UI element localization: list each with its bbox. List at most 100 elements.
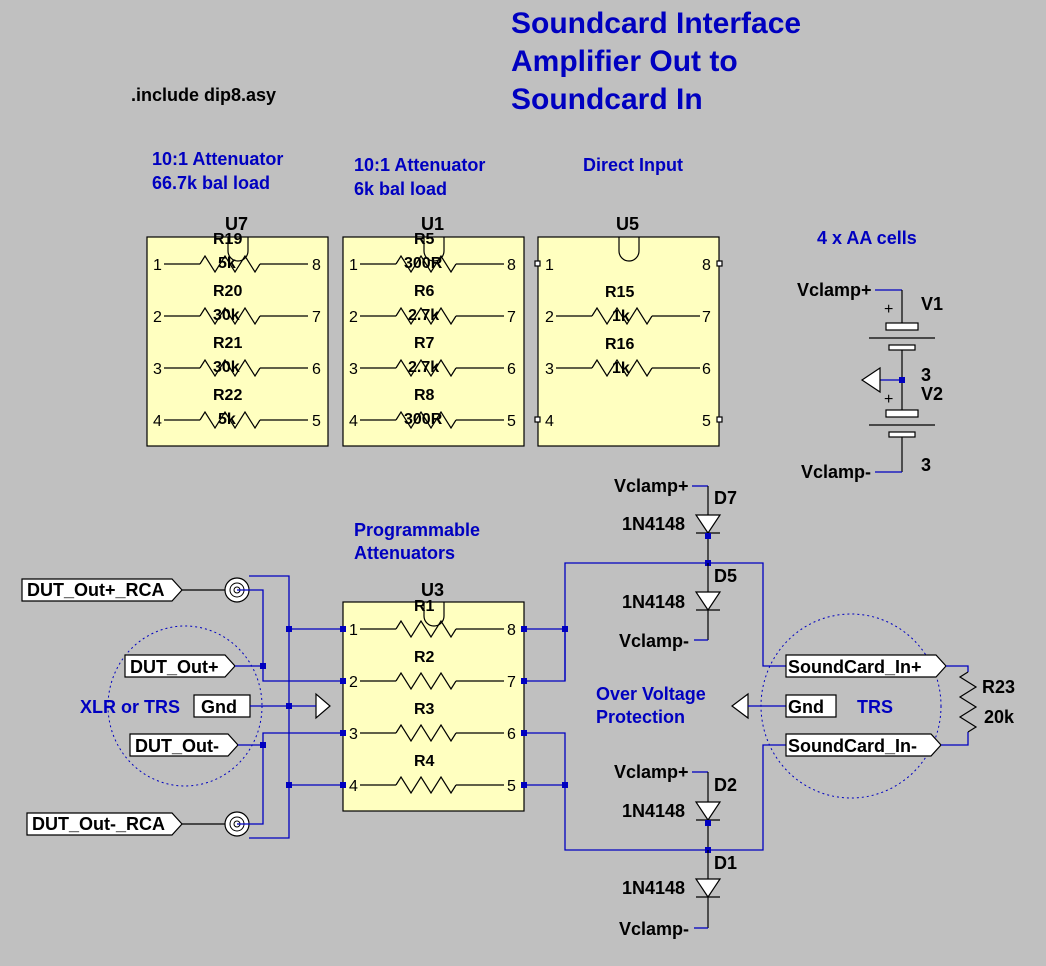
v1-name: V1 [921, 294, 943, 314]
resistor-value: 30k [213, 307, 240, 324]
open-pin-marker [534, 260, 541, 267]
resistor-r23: R23 20k [958, 671, 1015, 733]
resistor-r2: R2 [360, 649, 504, 690]
diode-part: 1N4148 [622, 592, 685, 612]
junction-dot [286, 703, 292, 709]
resistor-name: R6 [414, 283, 435, 300]
resistor-name: R2 [414, 649, 435, 666]
resistor-name: R21 [213, 335, 242, 352]
diode-supply: Vclamp- [619, 631, 689, 651]
pin-label: 1 [545, 257, 554, 274]
title-line-3: Soundcard In [511, 83, 703, 116]
resistor-name: R15 [605, 284, 634, 301]
ic-ref: U1 [421, 214, 444, 234]
ic-body [146, 236, 329, 447]
pin-label: 5 [507, 413, 516, 430]
resistor-r22: R22 5k [164, 387, 308, 429]
diode-d5: D5 1N4148 Vclamp- [619, 533, 737, 651]
ic-ref: U5 [616, 214, 639, 234]
junction-dot [705, 820, 711, 826]
diode-d7: Vclamp+ D7 1N4148 [614, 476, 737, 563]
cell-negative-plate [888, 344, 916, 351]
ic-pins: 1 2 3 4 8 7 6 5 [545, 257, 711, 430]
ic-notch [423, 602, 445, 627]
protection-caption: Over Voltage [596, 684, 706, 704]
junction-dot [260, 663, 266, 669]
output-wiring [521, 562, 786, 851]
ic-ref: U3 [421, 580, 444, 600]
block-heading: Direct Input [583, 155, 683, 175]
pin-label: 3 [153, 361, 162, 378]
ground-symbol [315, 692, 331, 720]
junction-dot [340, 730, 346, 736]
ground-symbol [860, 366, 881, 394]
input-wiring [235, 575, 346, 839]
net-flag [124, 654, 236, 678]
soundcard-pos-label: SoundCard_In+ [788, 657, 922, 677]
resistor-value: 1k [612, 360, 630, 377]
resistor-value: 300R [404, 411, 443, 428]
attenuator-block-u1: 10:1 Attenuator 6k bal load U1 1 2 3 4 8… [342, 155, 525, 447]
junction-dot [340, 678, 346, 684]
attenuator-block-u7: 10:1 Attenuator 66.7k bal load U7 1 2 3 … [146, 149, 329, 447]
resistor-name: R4 [414, 753, 435, 770]
junction-dot [286, 626, 292, 632]
open-pin-marker [534, 416, 541, 423]
pin-label: 7 [507, 309, 516, 326]
programmable-attenuator-u3: Programmable Attenuators U3 1 2 3 4 8 7 … [342, 520, 525, 812]
net-flag [193, 694, 251, 718]
programmable-subheading: Attenuators [354, 543, 455, 563]
load-value: 20k [984, 707, 1015, 727]
block-heading: 10:1 Attenuator [152, 149, 283, 169]
pin-label: 6 [702, 361, 711, 378]
resistor-r7: R7 2.7k [360, 335, 504, 377]
pin-label: 4 [545, 413, 554, 430]
resistor-value: 5k [218, 255, 236, 272]
ic-body [342, 236, 525, 447]
resistor-r19: R19 5k [164, 231, 308, 273]
pin-label: 3 [349, 361, 358, 378]
resistor-name: R7 [414, 335, 435, 352]
v2-name: V2 [921, 384, 943, 404]
resistor-value: 30k [213, 359, 240, 376]
net-flag [129, 733, 239, 757]
resistor-value: 2.7k [408, 307, 439, 324]
diode-d2: Vclamp+ D2 1N4148 [614, 762, 737, 850]
net-flag [785, 733, 942, 757]
diode-supply: Vclamp- [619, 919, 689, 939]
junction-dot [705, 533, 711, 539]
pin-label: 1 [349, 257, 358, 274]
trs-caption: TRS [857, 697, 893, 717]
pin-label: 5 [312, 413, 321, 430]
xlr-neg-label: DUT_Out- [135, 736, 219, 756]
junction-dot [260, 742, 266, 748]
junction-dot [340, 626, 346, 632]
plus-sign: + [884, 391, 893, 408]
ic-body [537, 236, 720, 447]
junction-dot [340, 782, 346, 788]
block-heading: 10:1 Attenuator [354, 155, 485, 175]
resistor-value: 5k [218, 411, 236, 428]
ic-notch [423, 237, 445, 262]
pin-label: 7 [702, 309, 711, 326]
resistor-name: R19 [213, 231, 242, 248]
block-subheading: 6k bal load [354, 179, 447, 199]
net-flag [26, 812, 183, 836]
pin-label: 6 [312, 361, 321, 378]
include-directive: .include dip8.asy [131, 85, 276, 105]
junction-dot [562, 782, 568, 788]
resistor-r5: R5 300R [360, 231, 504, 273]
cell-positive-plate [885, 322, 919, 331]
pin-label: 5 [507, 778, 516, 795]
resistor-r3: R3 [360, 701, 504, 742]
battery-supply: 4 x AA cells Vclamp+ + 3 V1 V2 + 3 Vclam… [797, 228, 943, 482]
resistor-name: R22 [213, 387, 242, 404]
resistor-r21: R21 30k [164, 335, 308, 377]
pin-label: 3 [349, 726, 358, 743]
title-line-1: Soundcard Interface [511, 7, 801, 40]
plus-sign: + [884, 301, 893, 318]
diode-name: D2 [714, 775, 737, 795]
resistor-name: R8 [414, 387, 435, 404]
resistor-r8: R8 300R [360, 387, 504, 429]
